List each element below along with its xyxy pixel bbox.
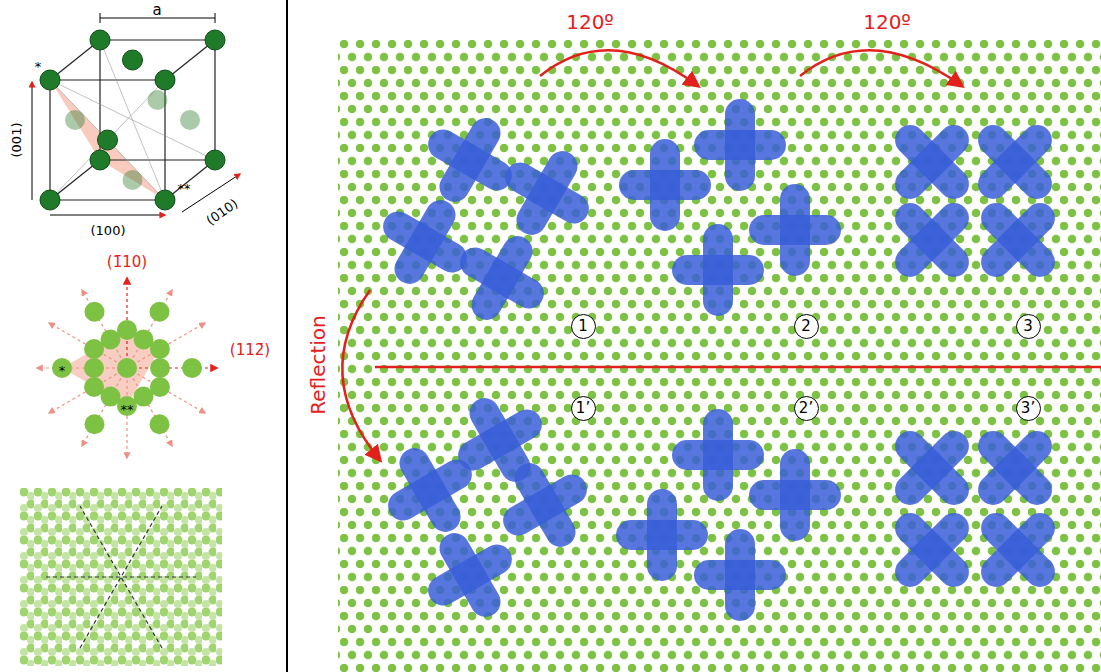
- atom: [85, 302, 105, 322]
- molecule: [694, 99, 786, 191]
- mirror-line: [375, 366, 1101, 369]
- molecule: [749, 184, 841, 276]
- atom: [85, 414, 105, 434]
- corner-atom: [40, 70, 60, 90]
- corner-atom: [155, 190, 175, 210]
- molecule: [867, 175, 997, 305]
- marker-star: **: [121, 403, 134, 416]
- callout-number: 3: [1023, 319, 1033, 334]
- direction-arrow: [127, 367, 217, 368]
- corner-atom: [90, 30, 110, 50]
- atom: [182, 358, 202, 378]
- corner-atom: [90, 150, 110, 170]
- axis-label: (100): [91, 224, 126, 237]
- axis-label: (001): [10, 123, 23, 158]
- atom: [150, 358, 170, 378]
- marker-star: *: [59, 364, 66, 377]
- molecule: [672, 409, 764, 501]
- molecule: [694, 529, 786, 621]
- callout-circle: 1: [571, 314, 596, 339]
- corner-atom: [205, 30, 225, 50]
- callout-circle: 3’: [1016, 396, 1041, 421]
- face-atom: [123, 170, 143, 190]
- atom: [52, 358, 72, 378]
- corner-atom: [155, 70, 175, 90]
- callout-number: 3’: [1021, 401, 1035, 416]
- marker-star: **: [178, 182, 191, 195]
- cube-edge: [50, 79, 165, 80]
- symmetry-line: [80, 506, 162, 648]
- callout-number: 2’: [799, 401, 813, 416]
- rotation-arrow: [540, 50, 698, 86]
- atom: [150, 414, 170, 434]
- direction-label: (1̄10): [107, 255, 147, 270]
- molecule: [953, 485, 1083, 615]
- molecule: [362, 179, 488, 305]
- corner-atom: [98, 130, 118, 150]
- cube-edge: [100, 159, 215, 160]
- reflection-label: Reflection: [308, 315, 328, 415]
- direction-arrow: [37, 367, 127, 368]
- cube-edge: [100, 39, 215, 40]
- callout-circle: 3: [1016, 314, 1041, 339]
- face-atom: [65, 110, 85, 130]
- callout-number: 1’: [576, 401, 590, 416]
- lattice-constant: a: [152, 3, 161, 18]
- molecule: [953, 175, 1083, 305]
- molecule: [407, 512, 533, 638]
- axis-label: (010): [204, 197, 240, 228]
- atom: [84, 358, 104, 378]
- axis-arrow: [32, 82, 33, 200]
- rotation-arrow: [800, 50, 962, 86]
- callout-circle: 2: [794, 314, 819, 339]
- molecule: [749, 449, 841, 541]
- divider: [286, 0, 288, 672]
- callout-number: 1: [578, 319, 588, 334]
- corner-atom: [205, 150, 225, 170]
- molecule: [867, 403, 997, 533]
- molecule: [407, 97, 533, 223]
- molecule: [672, 224, 764, 316]
- callout-circle: 1’: [571, 396, 596, 421]
- face-atom: [180, 110, 200, 130]
- molecule: [616, 489, 708, 581]
- corner-atom: [123, 50, 143, 70]
- rotation-label: 120º: [566, 12, 614, 32]
- molecule: [367, 427, 493, 553]
- cube-edge: [49, 80, 50, 200]
- symmetry-line: [46, 576, 196, 577]
- lattice-layers: [20, 488, 222, 666]
- cube-edge: [50, 199, 165, 200]
- cube-diagonal: [100, 40, 165, 200]
- molecule: [484, 130, 610, 256]
- direction-label: (112̄): [230, 343, 270, 358]
- atom: [150, 377, 170, 397]
- reflection-arrow: [342, 290, 380, 460]
- cube-edge: [214, 40, 215, 160]
- molecule: [867, 97, 997, 227]
- callout-number: 2: [801, 319, 811, 334]
- rotation-label: 120º: [863, 12, 911, 32]
- axis-arrow: [50, 215, 165, 216]
- atom: [84, 339, 104, 359]
- corner-atom: [40, 190, 60, 210]
- symmetry-line: [80, 506, 162, 648]
- molecule: [950, 403, 1080, 533]
- atom-grid: [338, 38, 1101, 672]
- molecule: [439, 215, 565, 341]
- atom: [150, 302, 170, 322]
- callout-circle: 2’: [794, 396, 819, 421]
- face-atom: [148, 90, 168, 110]
- marker-star: *: [35, 60, 42, 73]
- molecule: [950, 97, 1080, 227]
- molecule: [867, 485, 997, 615]
- atom: [117, 358, 137, 378]
